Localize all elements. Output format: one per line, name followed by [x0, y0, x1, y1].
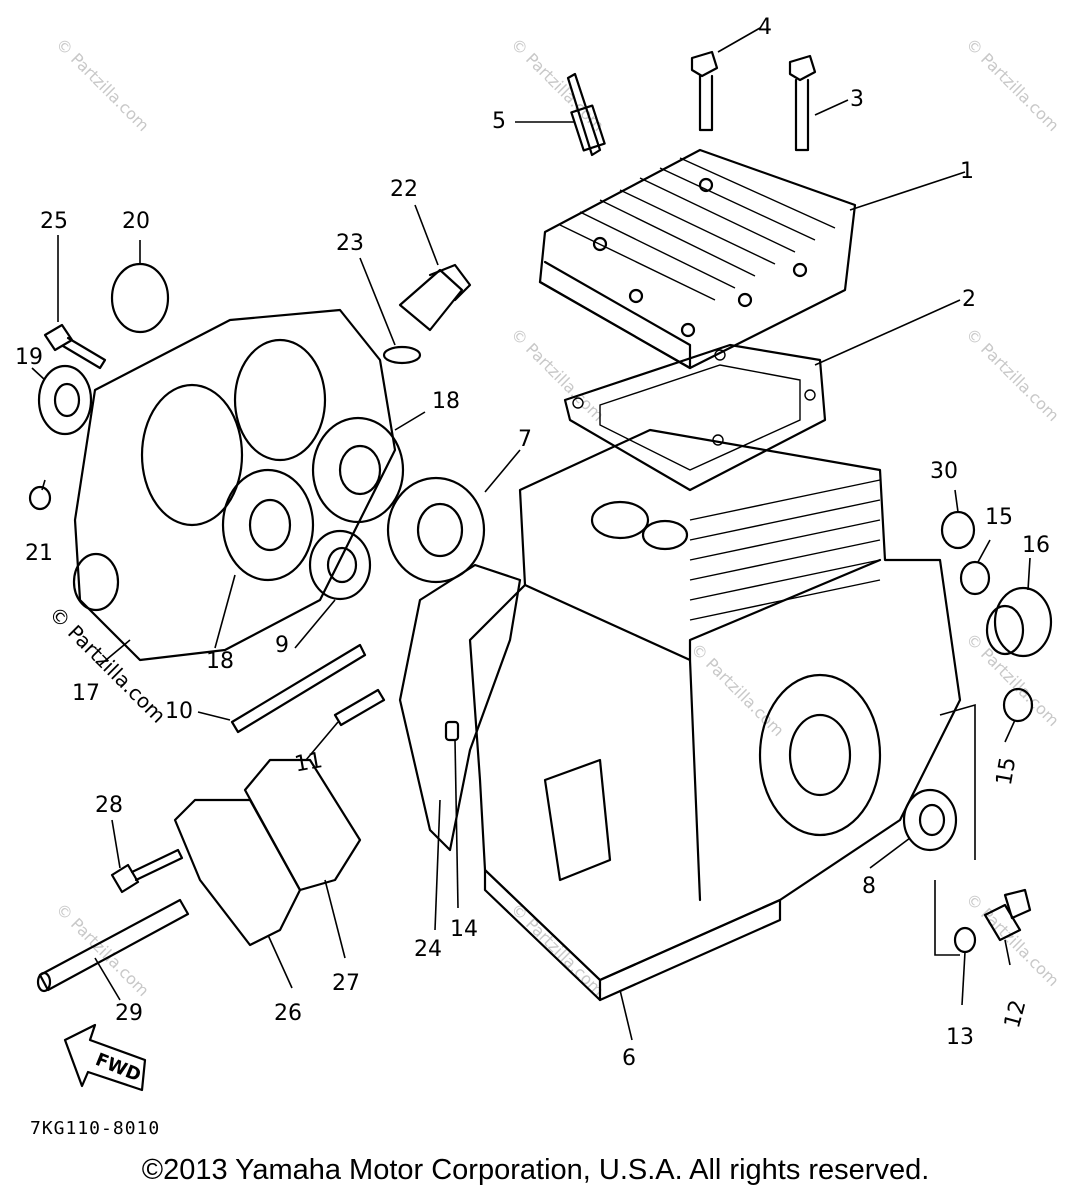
callout-20: 20	[122, 209, 150, 234]
breather-gasket	[243, 758, 362, 892]
crankcase-gasket	[398, 563, 522, 852]
watermark: © Partzilla.com	[687, 639, 788, 740]
fwd-arrow-icon: FWD	[63, 1023, 147, 1092]
callout-28: 28	[95, 793, 123, 818]
fwd-label: FWD	[92, 1049, 144, 1086]
copyright-notice: ©2013 Yamaha Motor Corporation, U.S.A. A…	[141, 1154, 930, 1186]
plug-upper	[959, 560, 991, 596]
diagram-code: 7KG110-8010	[30, 1118, 161, 1139]
stud-short	[333, 688, 386, 727]
bearing-cover-lower	[221, 468, 315, 582]
washer-small	[28, 485, 52, 511]
callout-18-lower: 18	[206, 649, 234, 674]
callout-16: 16	[1022, 533, 1050, 558]
callout-14: 14	[450, 917, 478, 942]
callout-25: 25	[40, 209, 68, 234]
head-bolt-short	[690, 50, 719, 132]
watermark: © Partzilla.com	[962, 629, 1063, 730]
callout-6: 6	[622, 1046, 636, 1071]
callout-29: 29	[115, 1001, 143, 1026]
plug-lower	[1002, 687, 1034, 723]
bearing-cover-upper	[311, 416, 405, 524]
stud-long	[230, 643, 367, 734]
callout-11: 11	[293, 748, 325, 777]
watermark: © Partzilla.com	[507, 899, 608, 1000]
oil-seal-left	[37, 364, 93, 436]
crankcase	[468, 428, 962, 1002]
cover-bolt	[43, 323, 107, 370]
callout-2: 2	[962, 287, 976, 312]
watermark: © Partzilla.com	[962, 34, 1063, 135]
callout-9: 9	[275, 633, 289, 658]
callout-30: 30	[930, 459, 958, 484]
breather-screw	[110, 848, 184, 894]
callout-7: 7	[518, 427, 532, 452]
callout-3: 3	[850, 87, 864, 112]
callout-21: 21	[25, 541, 53, 566]
bearing-large	[386, 476, 486, 584]
callout-17: 17	[72, 681, 100, 706]
bearing-small	[308, 529, 372, 601]
watermark: © Partzilla.com	[507, 34, 608, 135]
watermark: © Partzilla.com	[52, 34, 153, 135]
rubber-plug	[940, 510, 976, 550]
crankcase-cover	[72, 308, 397, 662]
drain-washer	[953, 926, 977, 954]
breather-cover	[173, 798, 302, 947]
watermark: © Partzilla.com	[962, 889, 1063, 990]
cylinder-head	[538, 148, 857, 370]
callout-24: 24	[414, 937, 442, 962]
o-ring	[382, 345, 422, 365]
breather-hose	[36, 898, 190, 993]
callout-15-upper: 15	[985, 505, 1013, 530]
callout-13: 13	[946, 1025, 974, 1050]
callout-1: 1	[960, 159, 974, 184]
dowel-pin	[444, 720, 460, 742]
breather-boot	[398, 263, 472, 332]
drain-bolt	[983, 888, 1032, 942]
callout-23: 23	[336, 231, 364, 256]
leader-lines	[31, 27, 1031, 1041]
callout-5: 5	[492, 109, 506, 134]
seal-ring	[110, 262, 170, 334]
side-watermark: © Partzilla.com	[44, 602, 170, 728]
head-gasket	[563, 343, 827, 492]
spark-plug	[566, 72, 606, 157]
callout-4: 4	[758, 15, 772, 40]
callout-10: 10	[165, 699, 193, 724]
callout-15-lower: 15	[992, 755, 1021, 787]
callout-8: 8	[862, 874, 876, 899]
callout-19: 19	[15, 345, 43, 370]
callout-27: 27	[332, 971, 360, 996]
oil-seal	[902, 788, 958, 852]
watermark: © Partzilla.com	[507, 324, 608, 425]
oil-filler-cap	[985, 586, 1053, 658]
watermarks: © Partzilla.com © Partzilla.com © Partzi…	[44, 34, 1062, 1000]
callout-22: 22	[390, 177, 418, 202]
watermark: © Partzilla.com	[962, 324, 1063, 425]
callout-18-upper: 18	[432, 389, 460, 414]
callout-12: 12	[1000, 997, 1031, 1031]
watermark: © Partzilla.com	[52, 899, 153, 1000]
head-bolt-long	[788, 54, 817, 152]
callout-26: 26	[274, 1001, 302, 1026]
